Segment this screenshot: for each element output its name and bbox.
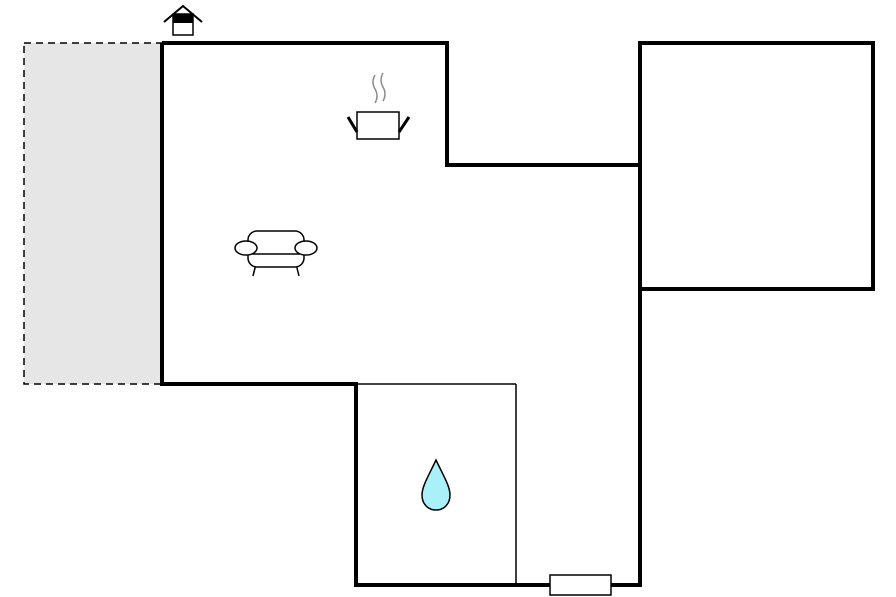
bathroom [356, 383, 517, 585]
cooking-pot-icon [346, 72, 411, 140]
steam-icon [372, 72, 386, 104]
side-room-outer-wall [638, 41, 875, 291]
window-icon [549, 574, 612, 596]
house-entrance-icon [163, 4, 203, 36]
terrace-area [23, 42, 163, 385]
water-drop-icon [421, 458, 451, 511]
outer-walls [160, 41, 875, 587]
main-outer-wall [160, 41, 642, 587]
terrace [23, 42, 163, 385]
sofa-icon [234, 230, 318, 277]
